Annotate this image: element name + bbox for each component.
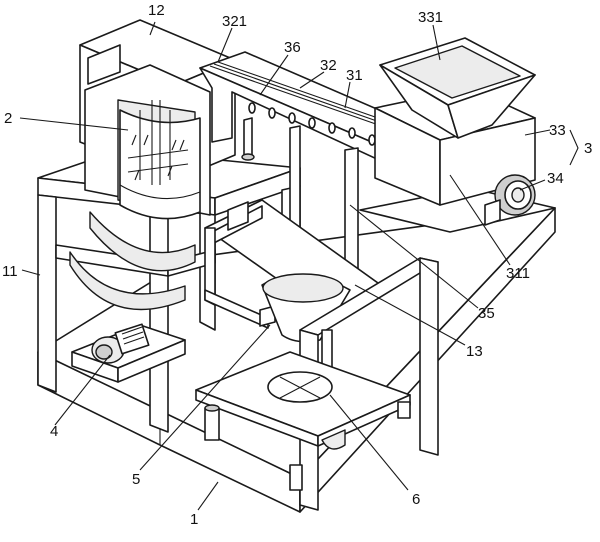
label-311: 311	[506, 265, 530, 282]
label-33: 33	[549, 122, 566, 139]
label-32: 32	[320, 57, 337, 74]
label-4: 4	[50, 423, 58, 440]
feeder-box	[374, 37, 536, 226]
label-3: 3	[584, 140, 592, 157]
mixer-housing	[79, 19, 236, 220]
label-6: 6	[412, 491, 420, 508]
label-36: 36	[284, 39, 301, 56]
label-331: 331	[418, 9, 443, 26]
leader-lines	[19, 21, 579, 511]
reference-labels: 12 321 36 32 31 331 2 33 3 34 11 311 35 …	[2, 2, 592, 528]
screening-table	[195, 351, 411, 491]
label-1: 1	[190, 511, 198, 528]
label-12: 12	[148, 2, 165, 19]
label-34: 34	[547, 170, 564, 187]
label-35: 35	[478, 305, 495, 322]
label-5: 5	[132, 471, 140, 488]
label-2: 2	[4, 110, 12, 127]
label-13: 13	[466, 343, 483, 360]
label-31: 31	[346, 67, 363, 84]
label-321: 321	[222, 13, 247, 30]
label-11: 11	[2, 263, 18, 280]
motor	[71, 323, 186, 383]
